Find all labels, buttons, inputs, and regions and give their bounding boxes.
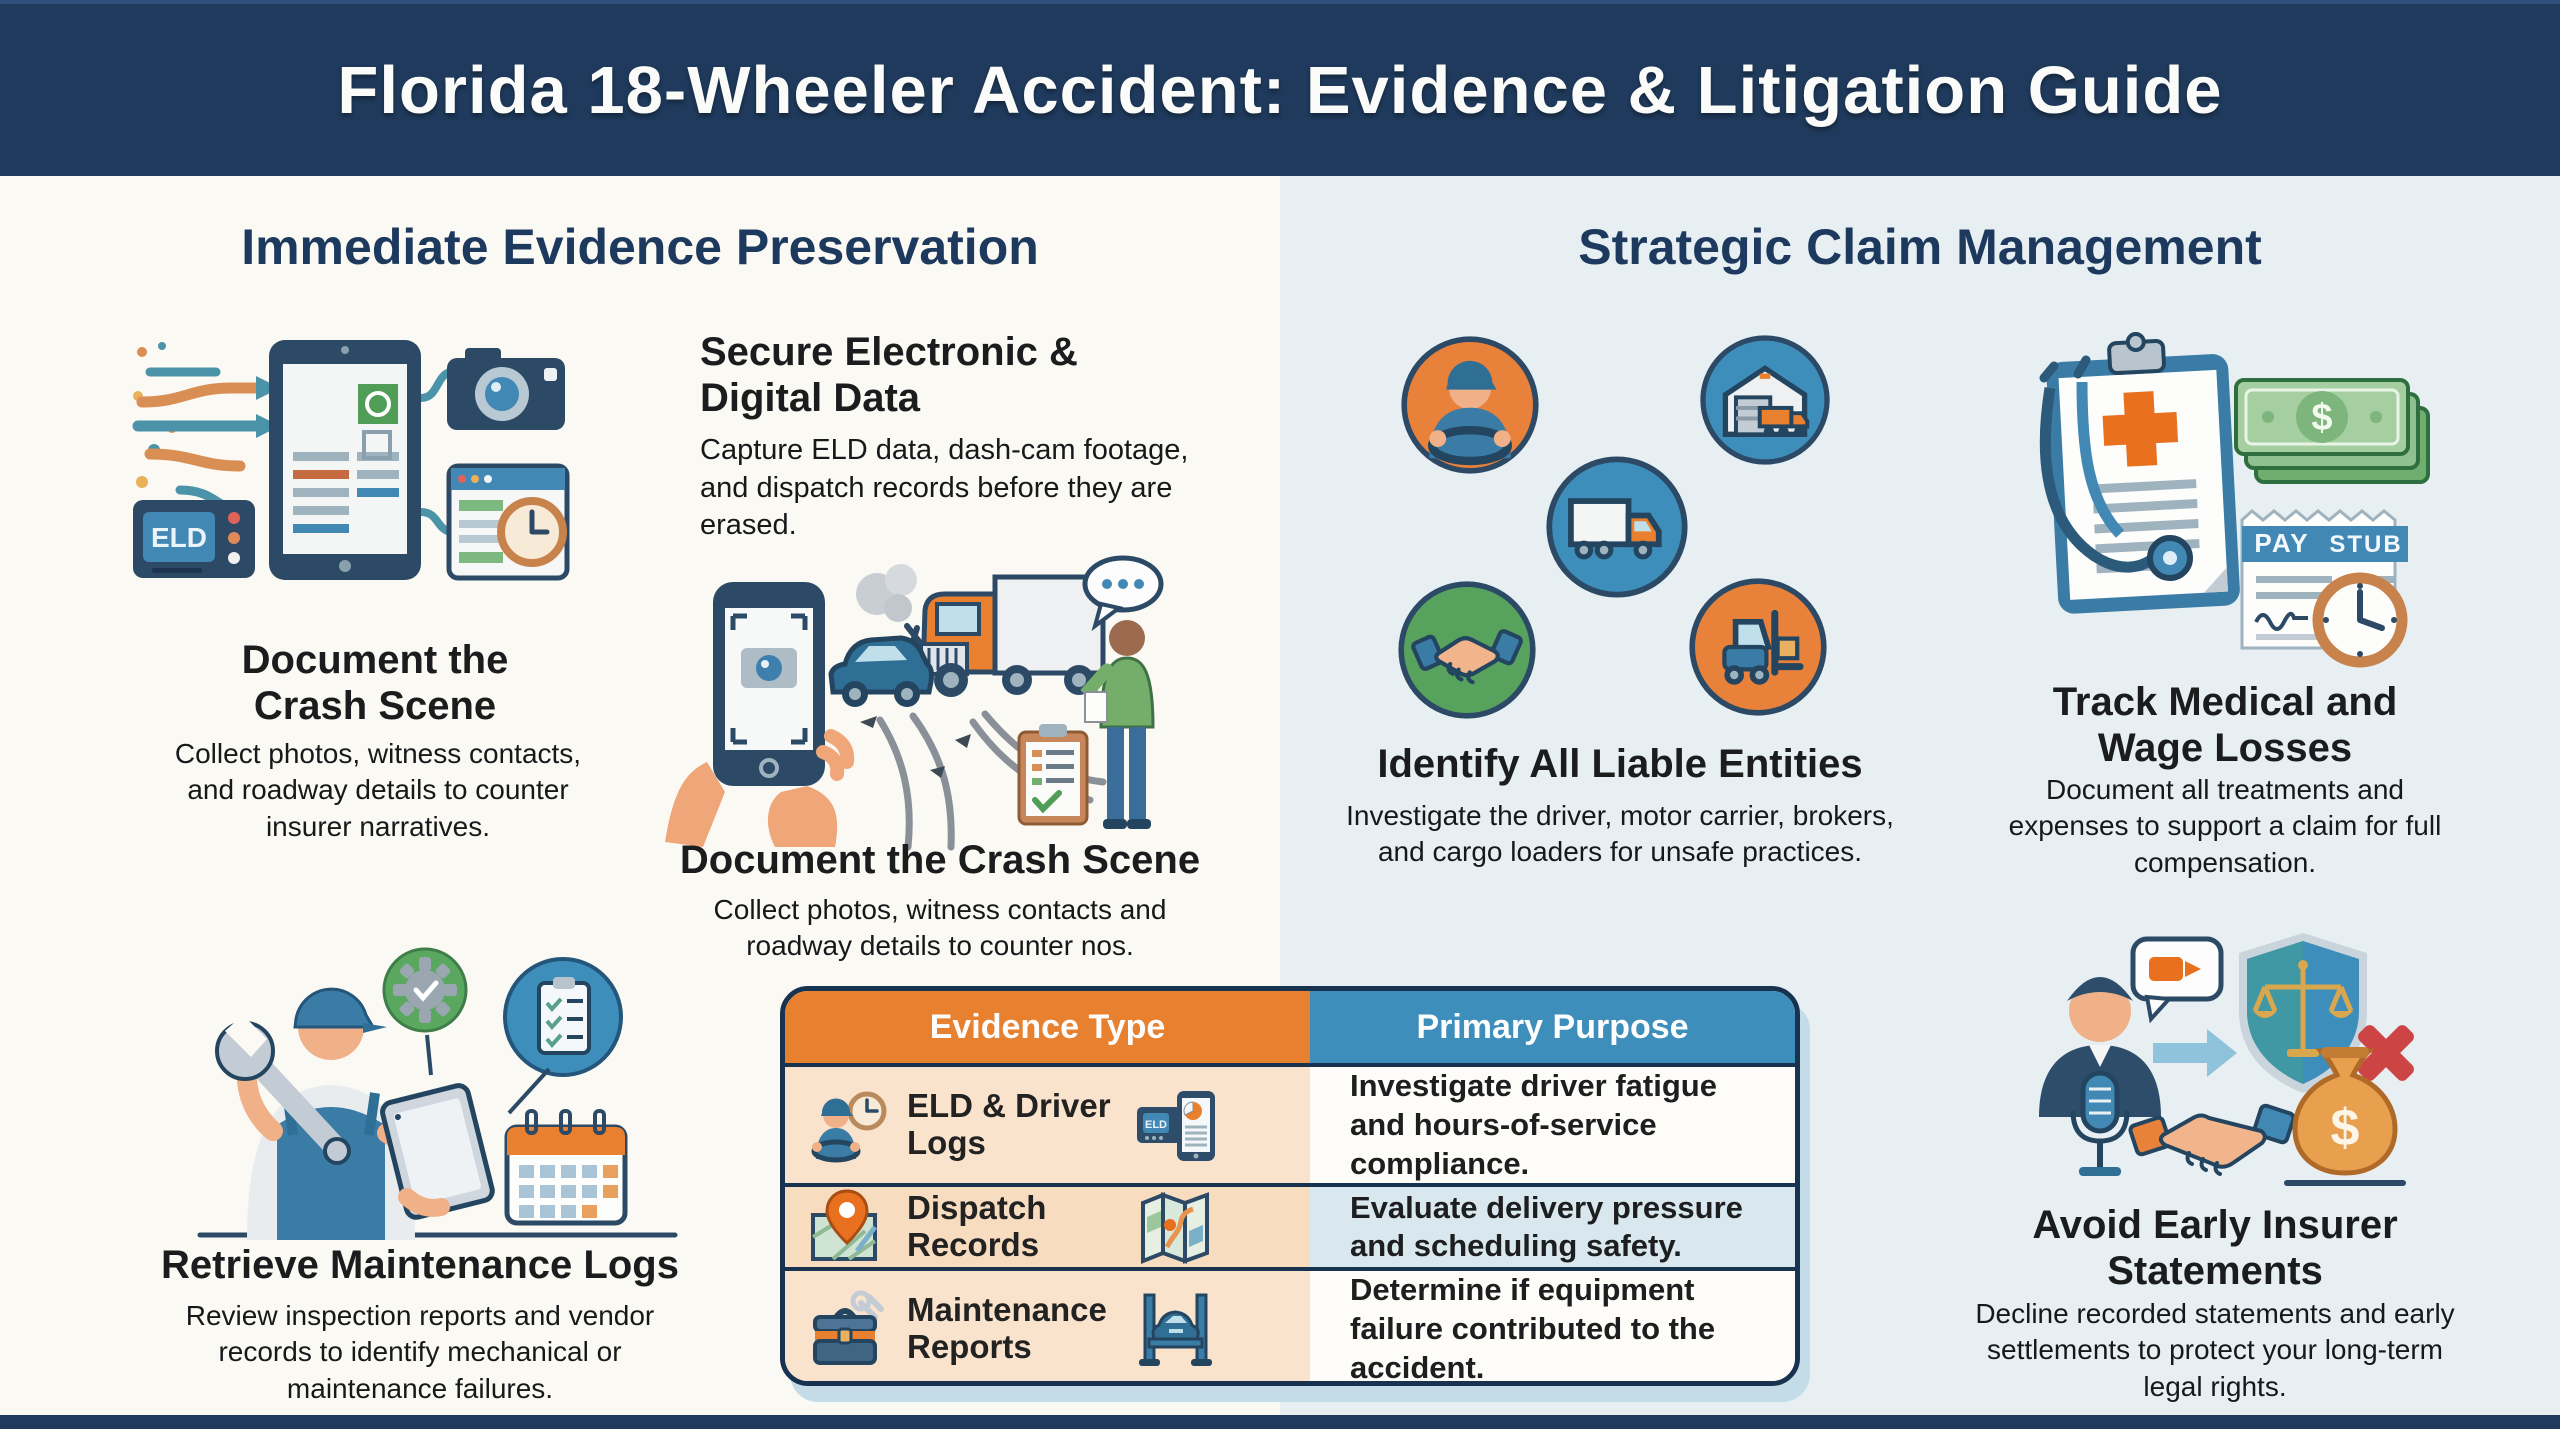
column-heading-left: Immediate Evidence Preservation bbox=[241, 219, 1039, 275]
title-bar: Florida 18-Wheeler Accident: Evidence & … bbox=[0, 0, 2560, 176]
witness-person-icon bbox=[1080, 620, 1155, 829]
video-chat-bubble-icon bbox=[2130, 936, 2224, 1024]
wrench-icon bbox=[215, 1015, 351, 1165]
evidence-label: Maintenance Reports bbox=[907, 1291, 1107, 1366]
avoid-insurer-body: Decline recorded statements and early se… bbox=[1975, 1298, 2455, 1402]
handshake-circle-icon bbox=[1398, 581, 1536, 719]
evidence-cell: ELD & Driver Logs ELD bbox=[785, 1067, 1310, 1184]
evidence-table: Evidence Type Primary Purpose ELD & Driv… bbox=[780, 986, 1800, 1386]
eld-tablet-icon: ELD bbox=[1137, 1091, 1215, 1162]
clock-icon bbox=[2312, 572, 2408, 668]
truck-icon bbox=[919, 574, 1106, 697]
purpose-cell: Evaluate delivery pressure and schedulin… bbox=[1310, 1187, 1795, 1268]
browser-clock-icon bbox=[446, 463, 570, 581]
page-title: Florida 18-Wheeler Accident: Evidence & … bbox=[337, 52, 2223, 128]
svg-text:STUB: STUB bbox=[2329, 531, 2402, 558]
evidence-label: ELD & Driver Logs bbox=[907, 1087, 1111, 1162]
table-header-row: Evidence Type Primary Purpose bbox=[785, 991, 1795, 1063]
purpose-cell: Determine if equipment failure contribut… bbox=[1310, 1271, 1795, 1381]
avoid-insurer-title: Avoid Early Insurer Statements bbox=[2032, 1203, 2398, 1293]
table-row: Dispatch Records Evaluate delivery press… bbox=[785, 1183, 1795, 1268]
car-icon bbox=[828, 635, 934, 707]
identify-liable-body: Investigate the driver, motor carrier, b… bbox=[1346, 800, 1894, 868]
forklift-circle-icon bbox=[1689, 578, 1827, 716]
clipboard-icon bbox=[1017, 724, 1089, 826]
connector-lines bbox=[425, 1034, 551, 1115]
driver-circle-icon bbox=[1401, 336, 1539, 474]
mechanic-figure bbox=[215, 987, 495, 1240]
identify-liable-title: Identify All Liable Entities bbox=[1377, 742, 1863, 786]
svg-text:ELD: ELD bbox=[151, 522, 207, 553]
medical-wage-illustration: $ PAY STUB bbox=[2039, 332, 2430, 668]
smoke-icon bbox=[856, 564, 924, 651]
evidence-cell: Maintenance Reports bbox=[785, 1271, 1310, 1381]
mechanic-illustration bbox=[197, 947, 678, 1240]
car-lift-icon bbox=[1139, 1293, 1212, 1367]
folded-map-icon bbox=[1141, 1192, 1209, 1265]
map-pin-icon bbox=[811, 1189, 877, 1262]
retrieve-maintenance-title: Retrieve Maintenance Logs bbox=[161, 1243, 679, 1287]
th-primary-purpose: Primary Purpose bbox=[1310, 991, 1795, 1063]
speech-bubble-icon bbox=[1082, 555, 1164, 632]
track-medical-body: Document all treatments and expenses to … bbox=[2008, 774, 2442, 878]
checklist-circle-icon bbox=[503, 957, 623, 1077]
arrow-right-icon bbox=[2153, 1029, 2237, 1077]
th-evidence-type: Evidence Type bbox=[785, 991, 1310, 1063]
evidence-label: Dispatch Records bbox=[907, 1189, 1047, 1264]
svg-text:PAY: PAY bbox=[2254, 528, 2309, 558]
bottom-bar bbox=[0, 1415, 2560, 1429]
secure-data-body: Capture ELD data, dash-cam footage, and … bbox=[700, 434, 1189, 542]
document-crash-scene-body: Collect photos, witness contacts, and ro… bbox=[174, 738, 582, 842]
document-crash-scene-center-body: Collect photos, witness contacts and roa… bbox=[713, 894, 1167, 962]
handshake-icon bbox=[2128, 1103, 2296, 1176]
purpose-cell: Investigate driver fatigue and hours-of-… bbox=[1310, 1067, 1795, 1184]
eld-device-icon: ELD bbox=[133, 500, 255, 578]
warehouse-circle-icon bbox=[1700, 335, 1830, 465]
truck-circle-icon bbox=[1546, 456, 1688, 598]
insurer-illustration: $ bbox=[2039, 933, 2414, 1186]
stethoscope-icon bbox=[2039, 355, 2193, 581]
inspection-tablet-icon bbox=[380, 1083, 495, 1220]
money-stack-icon: $ bbox=[2234, 378, 2430, 484]
data-stream-arrows bbox=[132, 342, 280, 519]
microphone-icon bbox=[2070, 1070, 2130, 1176]
flow-connector-arrows bbox=[420, 368, 452, 536]
money-bag-icon: $ bbox=[2284, 1047, 2406, 1186]
tablet-icon bbox=[269, 340, 421, 580]
column-heading-right: Strategic Claim Management bbox=[1578, 219, 2262, 275]
debris bbox=[860, 716, 971, 778]
evidence-cell: Dispatch Records bbox=[785, 1187, 1310, 1268]
svg-text:ELD: ELD bbox=[1145, 1119, 1167, 1131]
driver-clock-icon bbox=[811, 1091, 887, 1163]
document-crash-scene-center-title: Document the Crash Scene bbox=[679, 838, 1201, 882]
smartphone-hand-icon bbox=[665, 582, 855, 847]
table-row: Maintenance Reports Determine if equipme… bbox=[785, 1267, 1795, 1381]
svg-text:$: $ bbox=[2311, 397, 2332, 439]
camera-icon bbox=[447, 348, 565, 430]
document-crash-scene-title: Document the Crash Scene bbox=[241, 638, 509, 728]
calendar-icon bbox=[504, 1109, 628, 1226]
table-row: ELD & Driver Logs ELD Investigate driver… bbox=[785, 1063, 1795, 1184]
svg-text:$: $ bbox=[2331, 1099, 2360, 1157]
digital-data-flow-illustration: ELD bbox=[132, 340, 570, 581]
retrieve-maintenance-body: Review inspection reports and vendor rec… bbox=[185, 1300, 655, 1404]
red-x-icon bbox=[2358, 1025, 2414, 1081]
crash-scene-illustration bbox=[665, 555, 1164, 851]
track-medical-title: Track Medical and Wage Losses bbox=[2052, 680, 2398, 770]
secure-data-title: Secure Electronic & Digital Data bbox=[700, 330, 1078, 420]
gear-check-icon bbox=[382, 947, 468, 1033]
toolbox-icon bbox=[813, 1290, 884, 1366]
